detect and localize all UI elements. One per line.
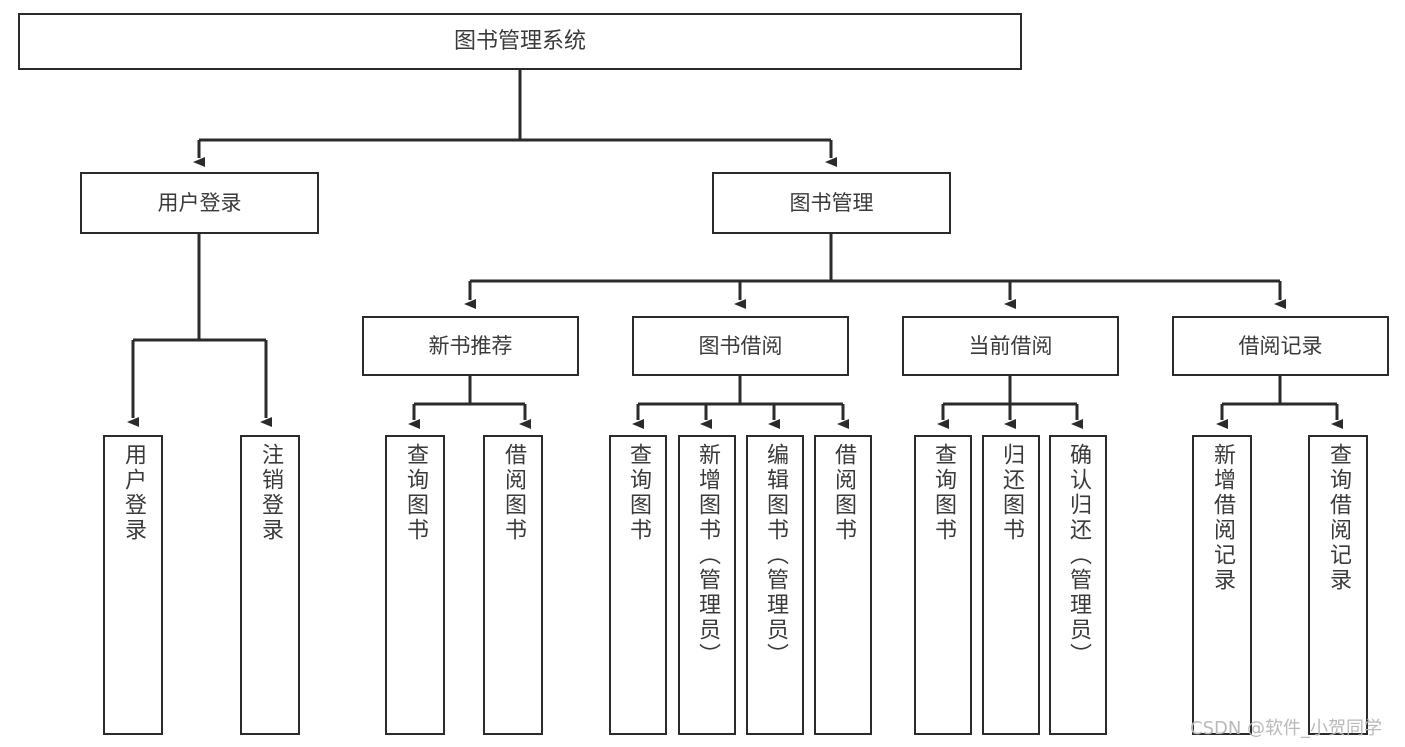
node-root-system-label: 图书管理系统 bbox=[453, 28, 586, 54]
watermark-credit: CSDN @软件_小贺同学 bbox=[1190, 718, 1383, 739]
leaf-current-confirm-return-admin[interactable]: 确认归还（管理员） bbox=[1049, 435, 1107, 735]
leaf-current-return-book-label: 归还图书 bbox=[999, 443, 1024, 543]
leaf-current-return-book[interactable]: 归还图书 bbox=[982, 435, 1040, 735]
leaf-user-login-logout-label: 注销登录 bbox=[258, 443, 283, 543]
leaf-record-add-record-label: 新增借阅记录 bbox=[1210, 443, 1235, 593]
leaf-user-login-logout[interactable]: 注销登录 bbox=[240, 435, 300, 735]
leaf-borrow-borrow-book-label: 借阅图书 bbox=[831, 443, 856, 543]
leaf-borrow-edit-book-admin-label: 编辑图书（管理员） bbox=[763, 443, 788, 668]
leaf-recommend-borrow-book[interactable]: 借阅图书 bbox=[483, 435, 543, 735]
node-book-borrow-label: 图书借阅 bbox=[698, 333, 783, 358]
leaf-current-query-book[interactable]: 查询图书 bbox=[914, 435, 972, 735]
node-current-borrow[interactable]: 当前借阅 bbox=[902, 316, 1119, 376]
node-book-management[interactable]: 图书管理 bbox=[712, 172, 951, 234]
leaf-recommend-borrow-book-label: 借阅图书 bbox=[501, 443, 526, 543]
leaf-borrow-edit-book-admin[interactable]: 编辑图书（管理员） bbox=[746, 435, 804, 735]
node-book-borrow[interactable]: 图书借阅 bbox=[632, 316, 849, 376]
node-new-book-recommend-label: 新书推荐 bbox=[428, 333, 513, 358]
node-book-management-label: 图书管理 bbox=[789, 190, 874, 215]
leaf-borrow-add-book-admin[interactable]: 新增图书（管理员） bbox=[678, 435, 736, 735]
leaf-record-add-record[interactable]: 新增借阅记录 bbox=[1192, 435, 1252, 735]
node-borrow-record-label: 借阅记录 bbox=[1238, 333, 1323, 358]
leaf-recommend-query-book[interactable]: 查询图书 bbox=[385, 435, 445, 735]
leaf-record-query-record[interactable]: 查询借阅记录 bbox=[1308, 435, 1368, 735]
node-borrow-record[interactable]: 借阅记录 bbox=[1172, 316, 1389, 376]
leaf-current-query-book-label: 查询图书 bbox=[931, 443, 956, 543]
leaf-recommend-query-book-label: 查询图书 bbox=[403, 443, 428, 543]
leaf-borrow-add-book-admin-label: 新增图书（管理员） bbox=[695, 443, 720, 668]
node-user-login-label: 用户登录 bbox=[157, 190, 242, 215]
node-root-system[interactable]: 图书管理系统 bbox=[18, 13, 1022, 70]
leaf-borrow-borrow-book[interactable]: 借阅图书 bbox=[814, 435, 872, 735]
leaf-user-login-login[interactable]: 用户登录 bbox=[103, 435, 163, 735]
leaf-user-login-login-label: 用户登录 bbox=[121, 443, 146, 543]
node-current-borrow-label: 当前借阅 bbox=[968, 333, 1053, 358]
node-user-login[interactable]: 用户登录 bbox=[80, 172, 319, 234]
leaf-borrow-query-book-label: 查询图书 bbox=[626, 443, 651, 543]
node-new-book-recommend[interactable]: 新书推荐 bbox=[362, 316, 579, 376]
leaf-current-confirm-return-admin-label: 确认归还（管理员） bbox=[1066, 443, 1091, 668]
leaf-record-query-record-label: 查询借阅记录 bbox=[1326, 443, 1351, 593]
leaf-borrow-query-book[interactable]: 查询图书 bbox=[609, 435, 667, 735]
